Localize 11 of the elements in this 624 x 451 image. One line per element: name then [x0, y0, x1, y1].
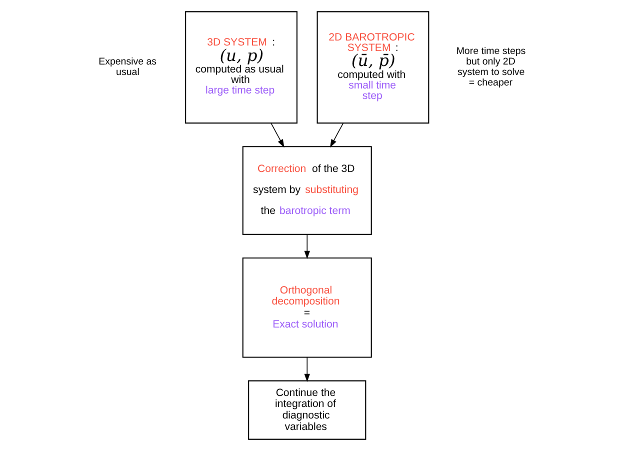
label: More time steps but only 2D system to solve = cheaper: [456, 46, 526, 89]
node-box: Correction of the 3D system by substituting the barotropic term: [242, 146, 372, 235]
node-box: 2D BAROTROPIC SYSTEM : (ū, p̄) computed with small time step: [316, 11, 430, 124]
arrow: [330, 122, 344, 148]
arrow: [304, 356, 310, 382]
arrow: [304, 234, 310, 260]
node-box: Orthogonal decomposition = Exact solution: [242, 258, 372, 358]
node-box: Continue the integration of diagnostic variables: [248, 380, 366, 440]
label: Expensive as usual: [98, 56, 157, 78]
arrow: [270, 122, 284, 148]
node-box: 3D SYSTEM : (u, p) computed as usual with large time step: [185, 11, 298, 124]
